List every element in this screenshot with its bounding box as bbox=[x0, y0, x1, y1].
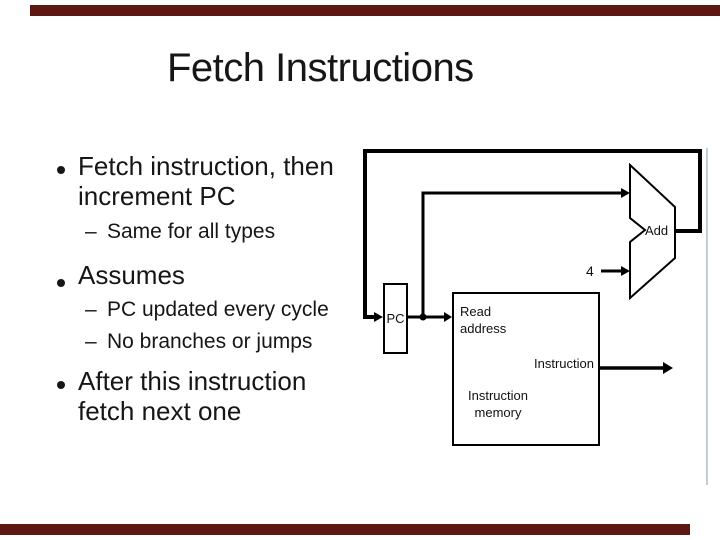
arrowhead-into-memory-icon bbox=[444, 312, 452, 322]
read-address-label: Read address bbox=[460, 304, 507, 336]
instruction-output-label: Instruction bbox=[534, 356, 594, 371]
pc-register-box: PC bbox=[383, 283, 408, 354]
sub-bullet-item: PC updated every cycle bbox=[107, 298, 329, 321]
bullet-dot-icon bbox=[57, 381, 65, 389]
arrowhead-const4-icon bbox=[621, 266, 630, 276]
top-accent-bar bbox=[30, 5, 720, 16]
slide-title: Fetch Instructions bbox=[167, 46, 474, 90]
arrowhead-into-adder-icon bbox=[621, 188, 630, 198]
bullet-item: After this instruction fetch next one bbox=[78, 366, 307, 426]
bullet-dot-icon bbox=[57, 279, 65, 287]
wire-adder-feedback bbox=[363, 149, 702, 319]
sub-bullet-item: Same for all types bbox=[107, 220, 276, 243]
wire-pc-to-adder bbox=[421, 191, 621, 317]
bullet-dot-icon bbox=[57, 166, 65, 174]
instruction-memory-box: Read address Instruction Instruction mem… bbox=[452, 292, 600, 446]
pc-label: PC bbox=[386, 311, 405, 326]
sub-bullet-item: No branches or jumps bbox=[107, 330, 313, 353]
increment-constant-label: 4 bbox=[586, 263, 594, 279]
instruction-memory-label: Instruction memory bbox=[468, 388, 528, 420]
adder-label: Add bbox=[645, 223, 669, 238]
bullet-item: Fetch instruction, then increment PC bbox=[78, 151, 334, 211]
bullet-item: Assumes bbox=[78, 260, 185, 290]
adder-unit-shape bbox=[629, 162, 676, 301]
arrowhead-into-pc-icon bbox=[374, 312, 383, 322]
arrowhead-instruction-out-icon bbox=[663, 362, 673, 374]
sub-bullet-dash-marker: – bbox=[85, 298, 97, 321]
bottom-accent-bar bbox=[0, 524, 690, 535]
sub-bullet-dash-marker: – bbox=[85, 330, 97, 353]
sub-bullet-dash-marker: – bbox=[85, 220, 97, 243]
